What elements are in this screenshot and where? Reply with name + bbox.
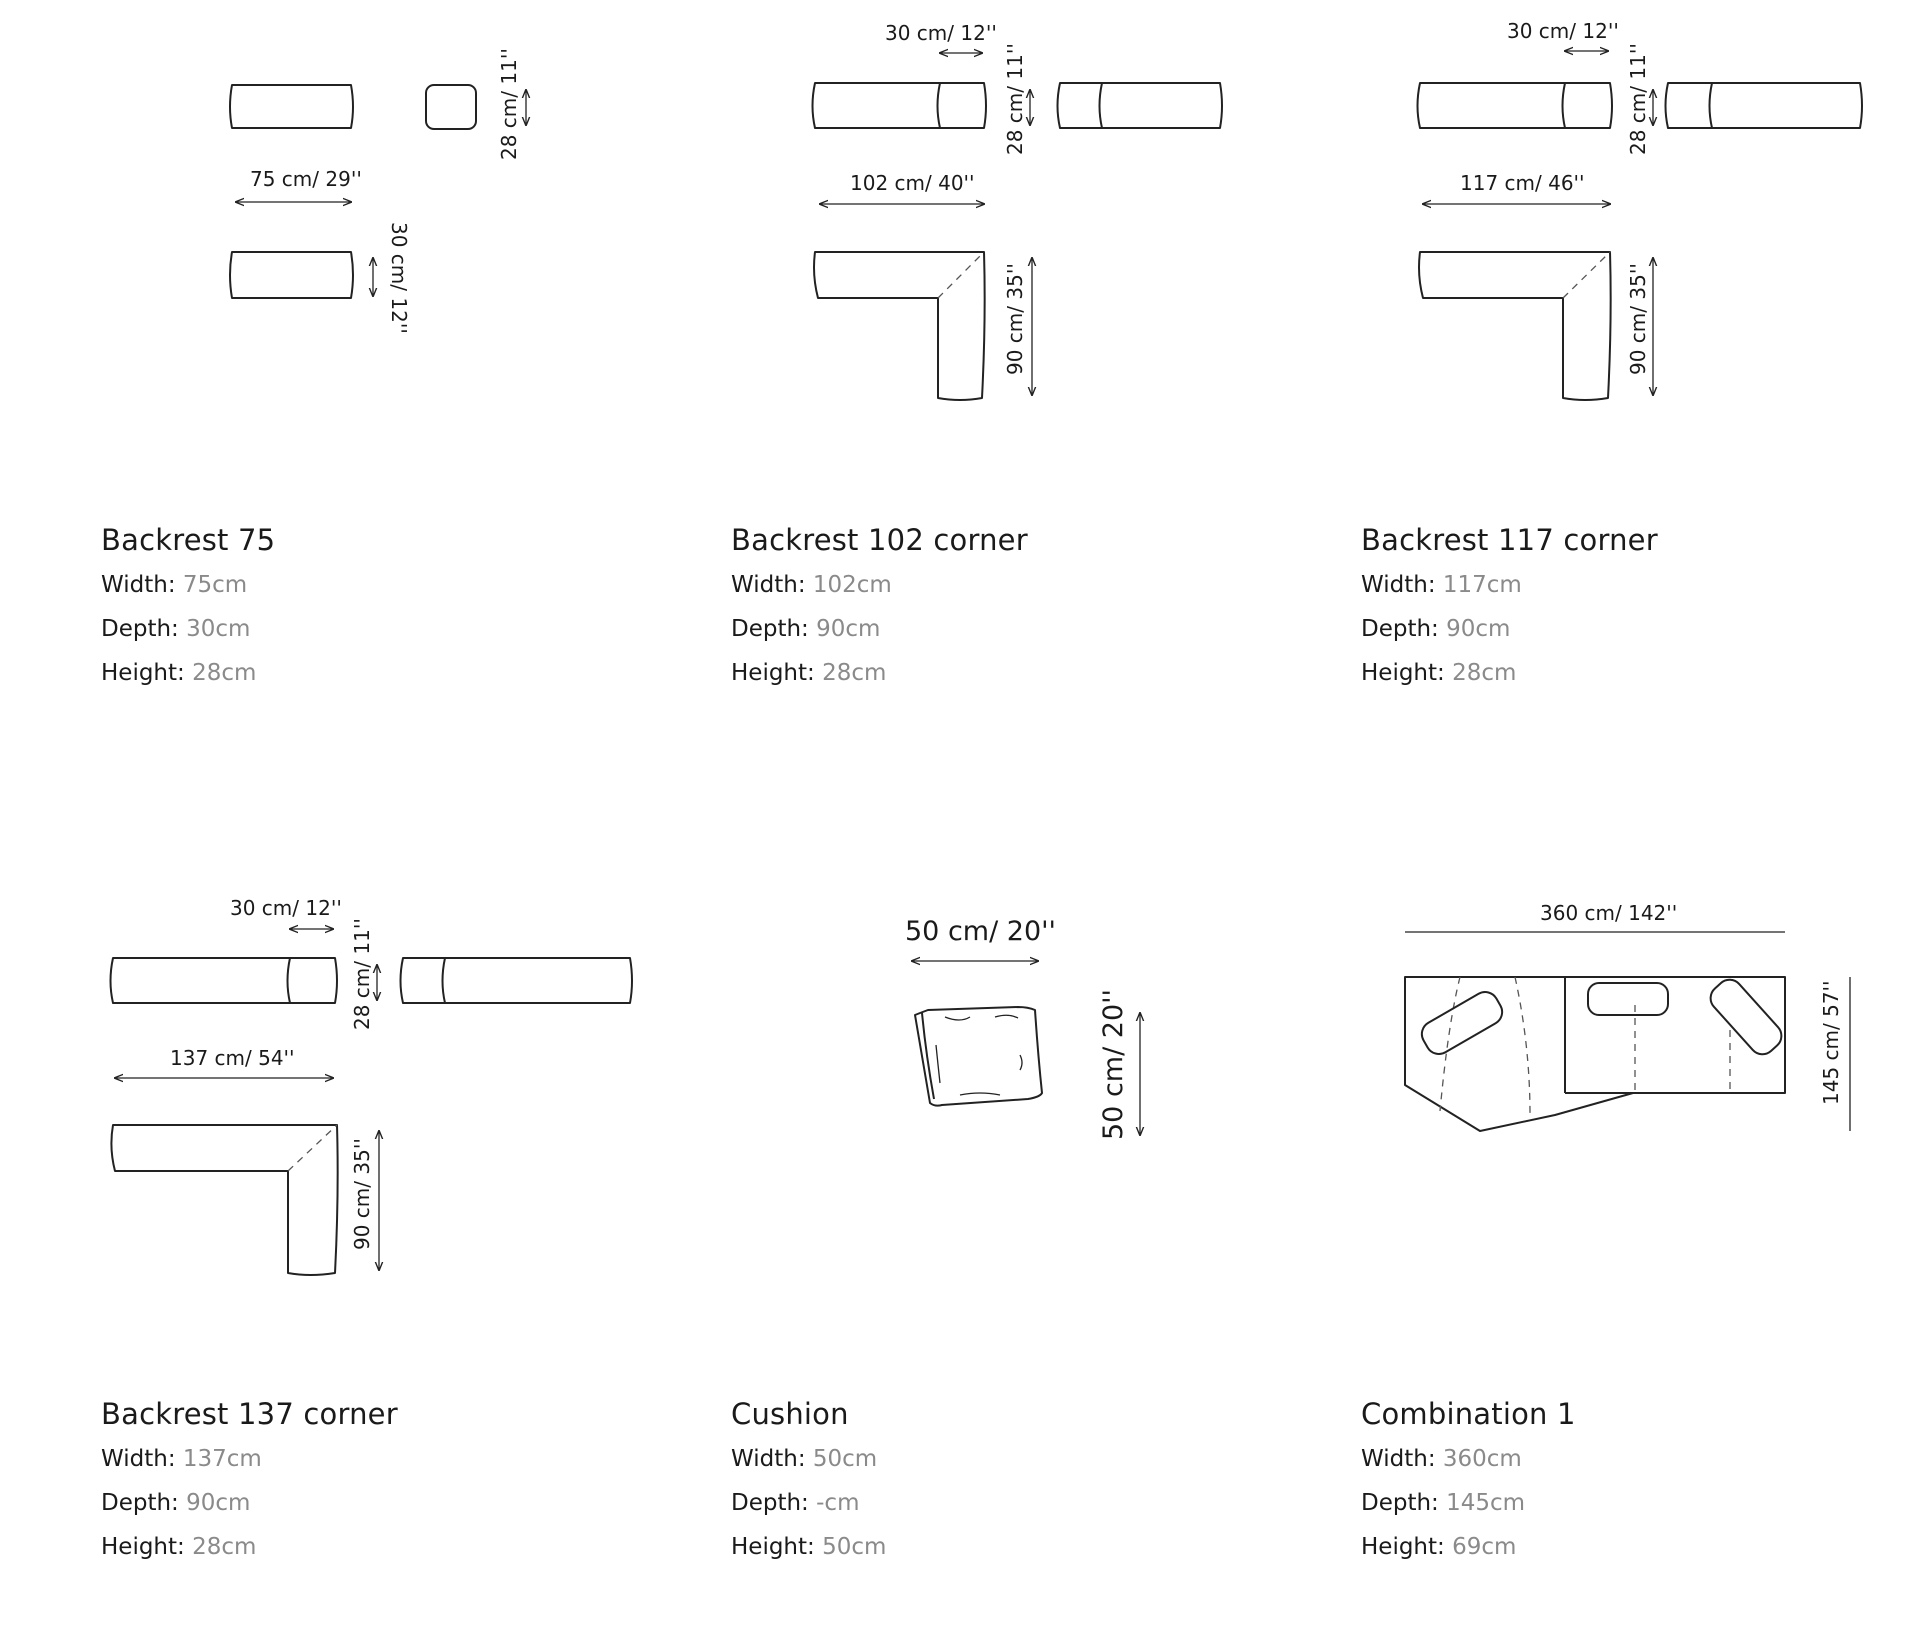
spec-value: 90cm xyxy=(186,1490,251,1516)
spec-label: Depth: xyxy=(101,616,179,642)
dim-depth: 90 cm/ 35'' xyxy=(1003,263,1027,375)
dim-backrest-depth: 30 cm/ 12'' xyxy=(885,21,997,45)
spec-value: 50cm xyxy=(812,1446,878,1472)
spec-label: Height: xyxy=(1361,1534,1445,1560)
dim-depth: 30 cm/ 12'' xyxy=(387,222,411,334)
spec-value: -cm xyxy=(816,1490,860,1516)
spec-width: Width: 117cm xyxy=(1361,571,1658,599)
spec-height: Height: 28cm xyxy=(101,659,275,687)
dim-height: 50 cm/ 20'' xyxy=(1098,989,1129,1140)
spec-label: Depth: xyxy=(1361,616,1439,642)
spec-depth: Depth: 90cm xyxy=(731,615,1028,643)
spec-height: Height: 28cm xyxy=(731,659,1028,687)
spec-width: Width: 137cm xyxy=(101,1445,398,1473)
product-info-backrest-137-corner: Backrest 137 corner Width: 137cm Depth: … xyxy=(101,1397,398,1577)
spec-label: Height: xyxy=(1361,660,1445,686)
dim-depth: 90 cm/ 35'' xyxy=(1626,263,1650,375)
spec-label: Width: xyxy=(731,572,806,598)
spec-label: Width: xyxy=(1361,572,1436,598)
dim-width: 102 cm/ 40'' xyxy=(850,171,975,195)
product-title: Backrest 137 corner xyxy=(101,1397,398,1431)
spec-label: Width: xyxy=(101,572,176,598)
spec-label: Height: xyxy=(731,1534,815,1560)
dim-height: 28 cm/ 11'' xyxy=(350,918,374,1030)
spec-label: Depth: xyxy=(731,616,809,642)
spec-value: 117cm xyxy=(1442,572,1522,598)
product-info-cushion: Cushion Width: 50cm Depth: -cm Height: 5… xyxy=(731,1397,886,1577)
spec-depth: Depth: 90cm xyxy=(1361,615,1658,643)
spec-width: Width: 50cm xyxy=(731,1445,886,1473)
dim-width: 75 cm/ 29'' xyxy=(250,167,362,191)
dim-depth: 90 cm/ 35'' xyxy=(350,1138,374,1250)
dim-backrest-depth: 30 cm/ 12'' xyxy=(230,896,342,920)
spec-label: Depth: xyxy=(101,1490,179,1516)
drawing-backrest-117-corner: 30 cm/ 12'' 28 cm/ 11'' 117 cm/ 46'' 90 … xyxy=(1415,19,1875,410)
spec-width: Width: 75cm xyxy=(101,571,275,599)
dim-backrest-depth: 30 cm/ 12'' xyxy=(1507,19,1619,43)
drawing-backrest-102-corner: 30 cm/ 12'' 28 cm/ 11'' 102 cm/ 40'' 90 … xyxy=(810,20,1230,410)
spec-depth: Depth: 145cm xyxy=(1361,1489,1576,1517)
spec-label: Width: xyxy=(1361,1446,1436,1472)
dim-width: 360 cm/ 142'' xyxy=(1540,901,1677,925)
dim-width: 137 cm/ 54'' xyxy=(170,1046,295,1070)
drawing-cushion: 50 cm/ 20'' 50 cm/ 20'' xyxy=(900,905,1180,1155)
spec-height: Height: 28cm xyxy=(101,1533,398,1561)
spec-label: Height: xyxy=(731,660,815,686)
dim-height: 28 cm/ 11'' xyxy=(1626,43,1650,155)
spec-label: Height: xyxy=(101,660,185,686)
product-info-backrest-75: Backrest 75 Width: 75cm Depth: 30cm Heig… xyxy=(101,523,275,703)
product-title: Backrest 75 xyxy=(101,523,276,557)
spec-value: 145cm xyxy=(1446,1490,1526,1516)
spec-value: 28cm xyxy=(822,660,887,686)
drawing-backrest-137-corner: 30 cm/ 12'' 28 cm/ 11'' 137 cm/ 54'' 90 … xyxy=(105,895,645,1295)
spec-value: 102cm xyxy=(812,572,892,598)
spec-value: 137cm xyxy=(182,1446,262,1472)
spec-height: Height: 69cm xyxy=(1361,1533,1576,1561)
drawing-combination-1: 360 cm/ 142'' 145 cm/ 57'' xyxy=(1390,895,1870,1155)
dim-width: 117 cm/ 46'' xyxy=(1460,171,1585,195)
spec-label: Depth: xyxy=(731,1490,809,1516)
product-title: Combination 1 xyxy=(1361,1397,1576,1431)
dim-height: 28 cm/ 11'' xyxy=(497,48,521,160)
dim-depth: 145 cm/ 57'' xyxy=(1819,980,1843,1105)
dim-height: 28 cm/ 11'' xyxy=(1003,43,1027,155)
spec-value: 69cm xyxy=(1452,1534,1517,1560)
product-info-backrest-102-corner: Backrest 102 corner Width: 102cm Depth: … xyxy=(731,523,1028,703)
spec-value: 28cm xyxy=(192,660,257,686)
product-title: Backrest 117 corner xyxy=(1361,523,1658,557)
product-title: Cushion xyxy=(731,1397,849,1431)
spec-value: 30cm xyxy=(186,616,251,642)
spec-width: Width: 102cm xyxy=(731,571,1028,599)
spec-value: 90cm xyxy=(816,616,881,642)
spec-depth: Depth: -cm xyxy=(731,1489,886,1517)
spec-depth: Depth: 90cm xyxy=(101,1489,398,1517)
spec-label: Width: xyxy=(731,1446,806,1472)
spec-width: Width: 360cm xyxy=(1361,1445,1576,1473)
spec-label: Depth: xyxy=(1361,1490,1439,1516)
product-title: Backrest 102 corner xyxy=(731,523,1028,557)
spec-value: 28cm xyxy=(192,1534,257,1560)
spec-value: 75cm xyxy=(182,572,248,598)
spec-value: 90cm xyxy=(1446,616,1511,642)
drawing-backrest-75: 28 cm/ 11'' 75 cm/ 29'' 30 cm/ 12'' xyxy=(220,20,550,350)
spec-value: 28cm xyxy=(1452,660,1517,686)
product-info-combination-1: Combination 1 Width: 360cm Depth: 145cm … xyxy=(1361,1397,1576,1577)
spec-label: Width: xyxy=(101,1446,176,1472)
product-info-backrest-117-corner: Backrest 117 corner Width: 117cm Depth: … xyxy=(1361,523,1658,703)
spec-label: Height: xyxy=(101,1534,185,1560)
spec-value: 50cm xyxy=(822,1534,887,1560)
spec-height: Height: 28cm xyxy=(1361,659,1658,687)
spec-height: Height: 50cm xyxy=(731,1533,886,1561)
spec-depth: Depth: 30cm xyxy=(101,615,275,643)
spec-value: 360cm xyxy=(1442,1446,1522,1472)
dim-width: 50 cm/ 20'' xyxy=(905,916,1056,947)
